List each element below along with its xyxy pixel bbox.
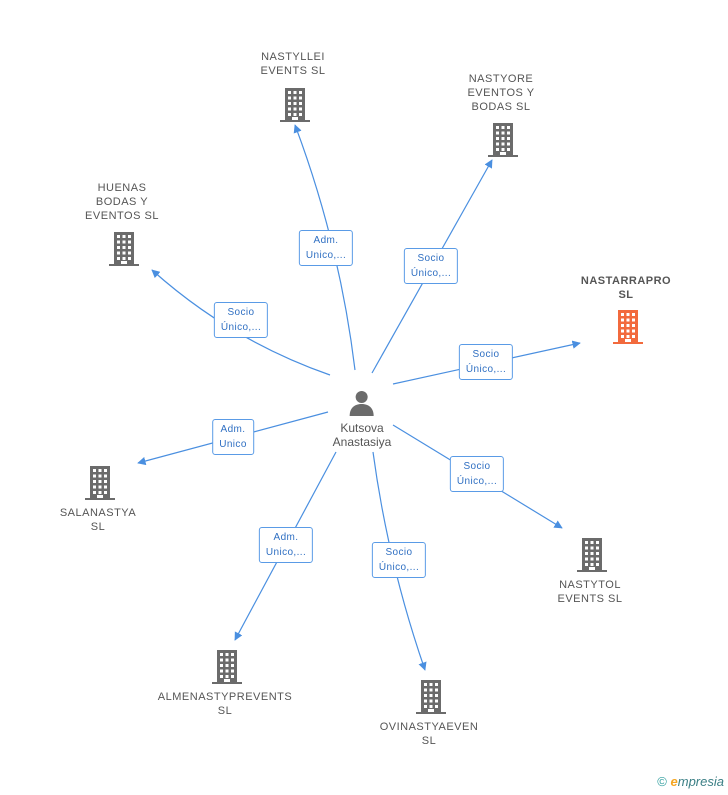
footer-brand: © empresia	[657, 774, 724, 789]
company-node-nastyore[interactable]: NASTYORE EVENTOS Y BODAS SL	[467, 72, 534, 114]
company-name: ALMENASTYPREVENTS SL	[157, 691, 293, 717]
company-name: OVINASTYAEVEN SL	[379, 721, 479, 747]
building-icon	[416, 680, 446, 714]
company-name: NASTYTOL EVENTS SL	[557, 579, 623, 605]
building-icon	[577, 538, 607, 572]
edge-label-nastyore[interactable]: Socio Único,...	[403, 248, 459, 284]
edge-label-nastytol[interactable]: Socio Único,...	[449, 456, 505, 492]
brand-logo: empresia	[670, 774, 724, 789]
company-icon-salanastya[interactable]	[85, 466, 115, 505]
building-icon	[85, 466, 115, 500]
company-node-huenas[interactable]: HUENAS BODAS Y EVENTOS SL	[85, 181, 159, 223]
company-icon-nastytol[interactable]	[577, 538, 607, 577]
company-node-almenastyprevents[interactable]: ALMENASTYPREVENTS SL	[158, 690, 292, 718]
company-name: HUENAS BODAS Y EVENTOS SL	[85, 182, 159, 222]
edge-label-nastyllei[interactable]: Adm. Unico,...	[298, 230, 354, 266]
company-icon-huenas[interactable]	[109, 232, 139, 271]
building-icon	[613, 310, 643, 344]
building-icon	[212, 650, 242, 684]
copyright-symbol: ©	[657, 774, 667, 789]
edge-label-nastarrapro[interactable]: Socio Único,...	[458, 344, 514, 380]
company-name: NASTYORE EVENTOS Y BODAS SL	[467, 73, 535, 113]
edge-label-huenas[interactable]: Socio Único,...	[213, 302, 269, 338]
edge-label-salanastya[interactable]: Adm. Unico	[212, 419, 254, 455]
company-node-nastarrapro[interactable]: NASTARRAPRO SL	[581, 274, 671, 302]
company-icon-nastarrapro[interactable]	[613, 310, 643, 349]
company-icon-ovinastyaeven[interactable]	[416, 680, 446, 719]
company-name: NASTYLLEI EVENTS SL	[260, 51, 326, 77]
building-icon	[280, 88, 310, 122]
company-icon-nastyore[interactable]	[488, 123, 518, 162]
building-icon	[109, 232, 139, 266]
edge-label-almenastyprevents[interactable]: Adm. Unico,...	[258, 527, 314, 563]
edge-label-ovinastyaeven[interactable]: Socio Único,...	[371, 542, 427, 578]
company-node-nastyllei[interactable]: NASTYLLEI EVENTS SL	[260, 50, 325, 78]
person-icon	[349, 391, 374, 416]
company-name: SALANASTYA SL	[59, 507, 137, 533]
company-icon-almenastyprevents[interactable]	[212, 650, 242, 689]
company-name: NASTARRAPRO SL	[580, 275, 672, 301]
person-node[interactable]: Kutsova Anastasiya	[332, 388, 392, 449]
person-name: Kutsova Anastasiya	[332, 421, 392, 449]
company-icon-nastyllei[interactable]	[280, 88, 310, 127]
company-node-salanastya[interactable]: SALANASTYA SL	[60, 506, 136, 534]
company-node-nastytol[interactable]: NASTYTOL EVENTS SL	[557, 578, 622, 606]
building-icon	[488, 123, 518, 157]
company-node-ovinastyaeven[interactable]: OVINASTYAEVEN SL	[380, 720, 479, 748]
